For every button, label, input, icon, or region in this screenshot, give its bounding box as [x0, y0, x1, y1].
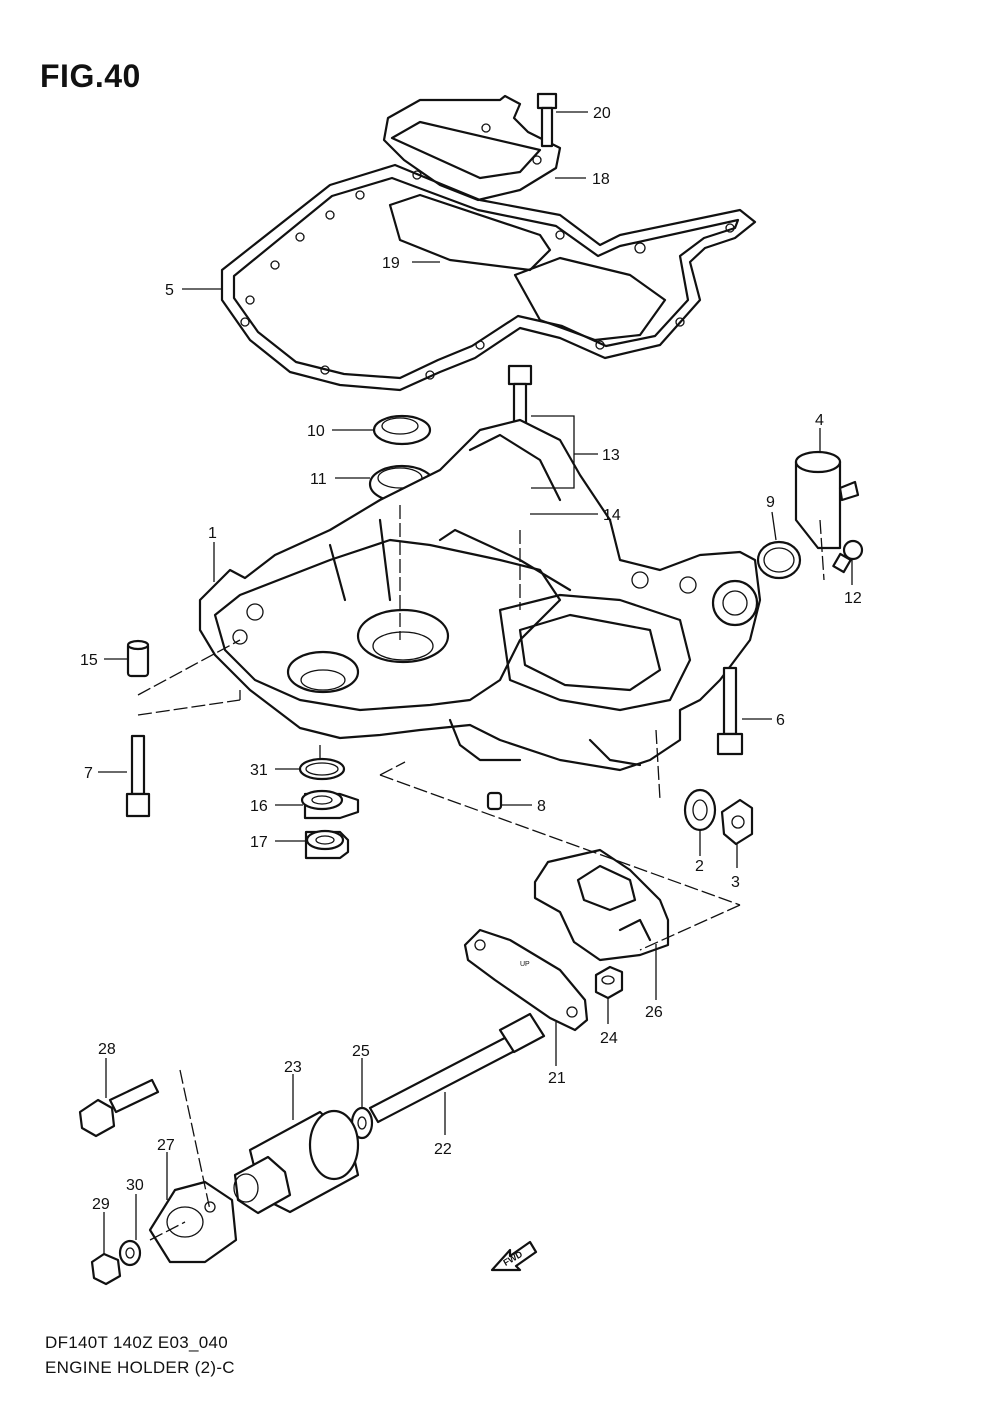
callout-11: 11	[310, 471, 327, 488]
callout-24: 24	[600, 1030, 618, 1047]
callout-12: 12	[844, 590, 862, 607]
part-seal-17	[304, 829, 350, 860]
leader-lines	[98, 111, 853, 1254]
callout-22: 22	[434, 1141, 452, 1158]
part-water-outlet	[794, 450, 860, 550]
up-mark: UP	[520, 961, 530, 968]
callout-31: 31	[250, 762, 268, 779]
part-pin-8	[486, 791, 503, 811]
part-rubber-mount-23	[233, 1109, 360, 1215]
part-screw-12	[832, 539, 864, 574]
part-gasket-2	[683, 788, 717, 832]
callout-17: 17	[250, 834, 268, 851]
callout-9: 9	[766, 494, 775, 511]
fwd-arrow-icon: FWD	[490, 1240, 538, 1272]
figure-caption: ENGINE HOLDER (2)-C	[45, 1358, 235, 1377]
part-drain-plug-3	[720, 798, 754, 846]
part-bracket-26	[533, 848, 670, 962]
part-bracket-27	[148, 1180, 238, 1264]
callout-15: 15	[80, 652, 98, 669]
part-bearing-16	[300, 789, 360, 820]
callout-23: 23	[284, 1059, 302, 1076]
callout-7: 7	[84, 765, 93, 782]
part-washer-30	[118, 1239, 142, 1267]
callout-2: 2	[695, 858, 704, 875]
part-circlip-31	[298, 757, 346, 781]
callout-16: 16	[250, 798, 268, 815]
alignment-lines	[137, 505, 825, 1241]
callout-8: 8	[537, 798, 546, 815]
part-dowel-15	[126, 639, 150, 678]
part-engine-holder	[198, 418, 762, 772]
part-seal-10	[372, 414, 432, 446]
part-gasket	[220, 163, 757, 392]
callout-10: 10	[307, 423, 325, 440]
callout-27: 27	[157, 1137, 175, 1154]
callout-29: 29	[92, 1196, 110, 1213]
callout-numbers: 20 18 19 5 10 11 13 14 4 9 12 1 15 6 7 3…	[80, 105, 862, 1213]
callout-28: 28	[98, 1041, 116, 1058]
part-nut-29	[90, 1252, 122, 1286]
part-stud-22	[368, 1012, 546, 1124]
callout-26: 26	[645, 1004, 663, 1021]
part-bolt-6	[716, 666, 744, 756]
part-cover-plate	[382, 94, 562, 202]
callout-18: 18	[592, 171, 610, 188]
callout-20: 20	[593, 105, 611, 122]
part-plate-21: UP	[463, 928, 589, 1032]
part-o-ring-9	[756, 540, 802, 580]
callout-3: 3	[731, 874, 740, 891]
figure-title: FIG.40	[40, 58, 141, 94]
callout-14: 14	[603, 507, 621, 524]
callout-21: 21	[548, 1070, 566, 1087]
part-bolt-7	[125, 734, 151, 818]
callout-19: 19	[382, 255, 400, 272]
part-nut-24	[594, 965, 624, 1000]
callout-25: 25	[352, 1043, 370, 1060]
callout-13: 13	[602, 447, 620, 464]
model-code: DF140T 140Z E03_040	[45, 1333, 229, 1352]
callout-5: 5	[165, 282, 174, 299]
callout-1: 1	[208, 525, 217, 542]
callout-30: 30	[126, 1177, 144, 1194]
part-bolt-28	[78, 1078, 160, 1138]
part-bolt-20	[536, 92, 558, 148]
callout-4: 4	[815, 412, 824, 429]
callout-6: 6	[776, 712, 785, 729]
